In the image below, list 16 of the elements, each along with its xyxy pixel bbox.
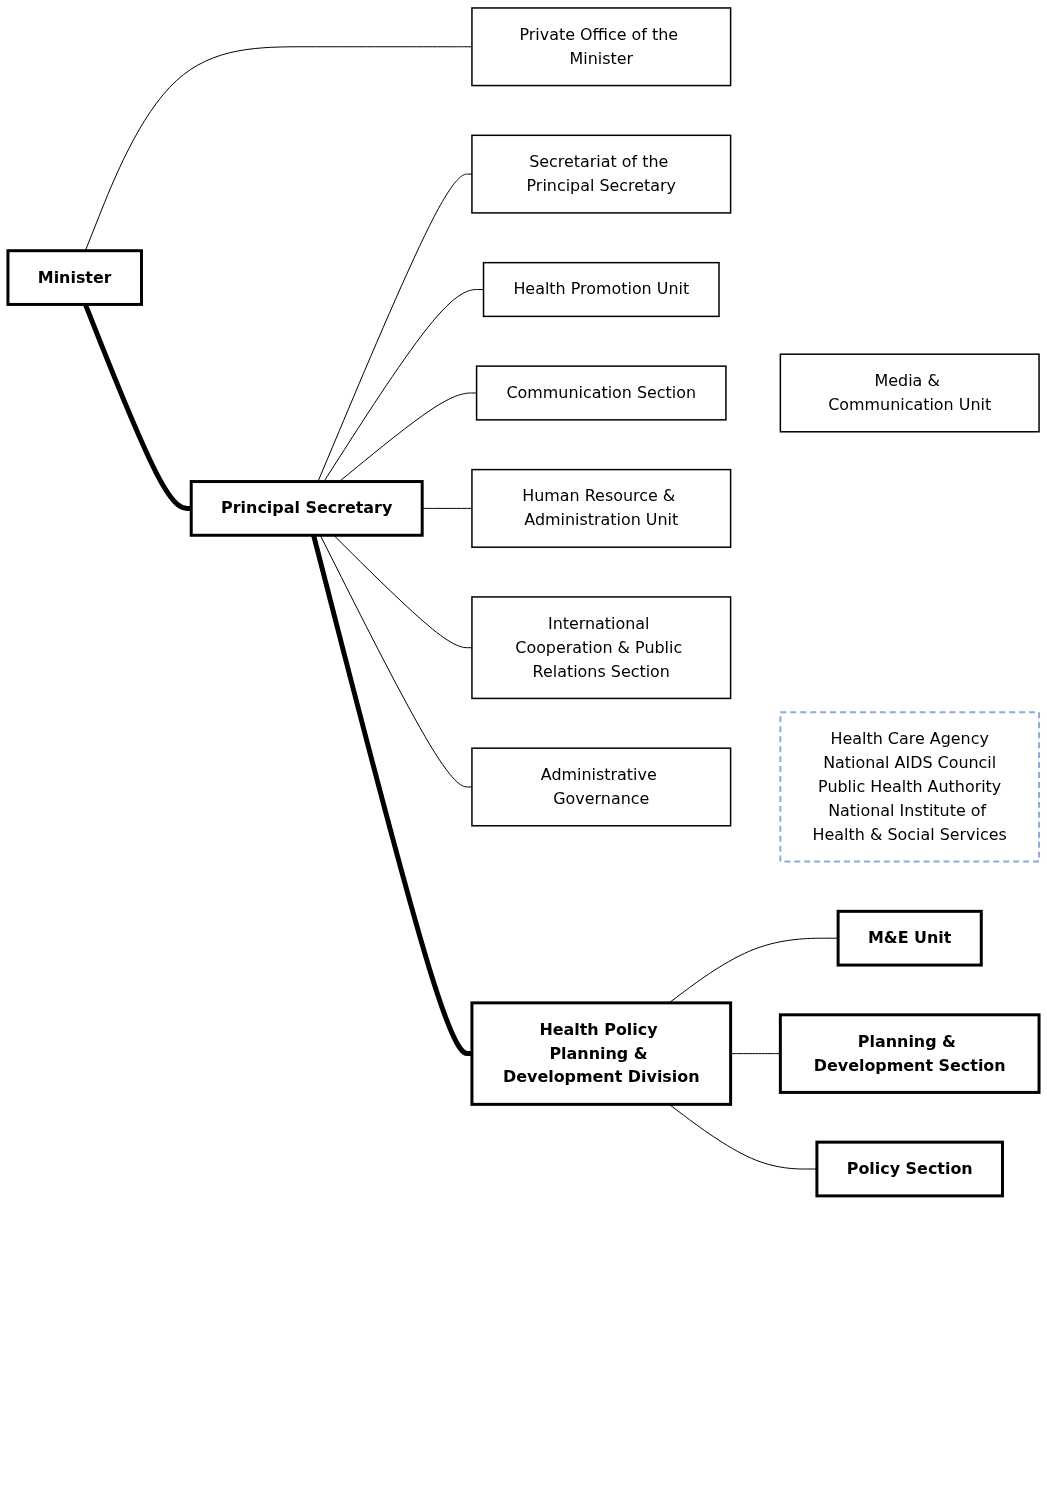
node-box: Private Office of the Minister (471, 7, 732, 87)
node-box: Health Care Agency National AIDS Council Public Health Authority National Institute of Health & Social Services (779, 711, 1041, 863)
node-box: Minister (6, 249, 143, 306)
node-box: Principal Secretary (189, 480, 424, 537)
node-box: M&E Unit (836, 909, 983, 967)
connector (730, 1053, 781, 1055)
node-box: Planning & Development Section (778, 1013, 1041, 1094)
node-box: Policy Section (815, 1140, 1004, 1198)
node-box: Communication Section (475, 365, 727, 421)
node-box: Health Promotion Unit (482, 261, 720, 318)
node-box: Administrative Governance (471, 747, 732, 827)
node-box: International Cooperation & Public Relations Section (471, 596, 732, 700)
node-box: Human Resource & Administration Unit (471, 468, 732, 548)
node-box: Media & Communication Unit (779, 353, 1040, 433)
node-box: Health Policy Planning & Development Division (470, 1001, 733, 1106)
node-box: Secretariat of the Principal Secretary (471, 134, 732, 214)
